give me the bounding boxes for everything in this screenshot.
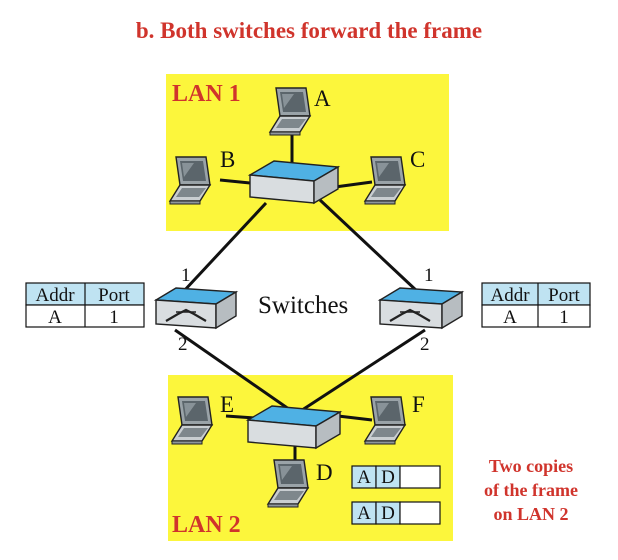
lan2-label: LAN 2 <box>172 512 241 538</box>
note-line-3: on LAN 2 <box>493 504 568 524</box>
right-table-cell-port: 1 <box>559 307 569 328</box>
lan2-hub <box>245 405 343 450</box>
right-table-header-port: Port <box>548 285 580 306</box>
switches-label: Switches <box>258 292 348 319</box>
cable-f-hub <box>337 414 373 422</box>
left-switch-port-2: 2 <box>178 334 188 355</box>
left-switch <box>153 287 239 330</box>
cable-leftswitch-hub2 <box>174 328 297 416</box>
frame-1-src: D <box>381 467 395 488</box>
left-table-header-port: Port <box>98 285 130 306</box>
frame-copy-1: A D <box>351 465 441 489</box>
right-switch-port-1: 1 <box>424 265 434 286</box>
right-switch-port-2: 2 <box>420 334 430 355</box>
frame-copy-2: A D <box>351 501 441 525</box>
right-switch-table: Addr Port A 1 <box>481 282 591 328</box>
note-line-1: Two copies <box>489 456 573 476</box>
note-line-2: of the frame <box>484 480 578 500</box>
left-switch-port-1: 1 <box>181 265 191 286</box>
host-c-label: C <box>410 147 425 172</box>
cable-hub1-rightswitch <box>318 198 420 294</box>
lan1-hub <box>247 160 341 205</box>
cable-e-hub <box>225 414 256 420</box>
left-table-header-addr: Addr <box>35 285 75 306</box>
cable-c-hub <box>334 180 373 189</box>
host-f-label: F <box>412 392 425 417</box>
cable-rightswitch-hub2 <box>295 328 426 416</box>
diagram-title: b. Both switches forward the frame <box>136 18 482 43</box>
left-table-cell-addr: A <box>48 307 62 328</box>
host-b-label: B <box>220 147 235 172</box>
right-switch <box>377 287 465 330</box>
right-table-header-addr: Addr <box>490 285 530 306</box>
host-e-label: E <box>220 392 234 417</box>
right-table-cell-addr: A <box>503 307 517 328</box>
host-a-label: A <box>314 86 331 111</box>
frame-1-dest: A <box>357 467 371 488</box>
lan1-label: LAN 1 <box>172 81 241 107</box>
cable-hub1-leftswitch <box>181 201 268 294</box>
host-d-label: D <box>316 460 333 485</box>
frame-2-dest: A <box>357 503 371 524</box>
cables <box>174 125 426 470</box>
left-switch-table: Addr Port A 1 <box>25 282 145 328</box>
left-table-cell-port: 1 <box>109 307 119 328</box>
frame-2-src: D <box>381 503 395 524</box>
